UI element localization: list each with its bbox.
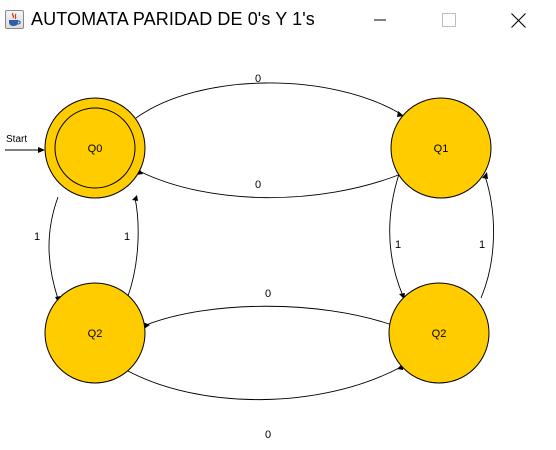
transition-label-q2-q1: 1 bbox=[479, 239, 485, 251]
window-title: AUTOMATA PARIDAD DE 0's Y 1's bbox=[31, 9, 315, 29]
state-label: Q2 bbox=[88, 328, 103, 340]
state-q2-right[interactable]: Q2 bbox=[388, 282, 490, 384]
state-label: Q2 bbox=[432, 328, 447, 340]
transition-label-q0-q1: 0 bbox=[255, 73, 261, 85]
automaton-canvas: Start 0 0 1 1 1 1 0 0 Q0 bbox=[0, 40, 556, 445]
arrowhead-q0-q1 bbox=[397, 111, 404, 117]
start-label: Start bbox=[6, 134, 27, 145]
transition-q2-q0 bbox=[127, 197, 139, 297]
state-label: Q1 bbox=[434, 143, 449, 155]
state-q1[interactable]: Q1 bbox=[390, 97, 492, 199]
transition-label-q2left-q2right: 0 bbox=[265, 429, 271, 441]
transition-q0-q1 bbox=[135, 82, 402, 119]
minimize-icon bbox=[374, 19, 386, 21]
maximize-icon bbox=[442, 13, 456, 27]
transition-q1-q2 bbox=[389, 173, 404, 297]
transition-q2left-q2right bbox=[125, 366, 402, 401]
minimize-button[interactable] bbox=[357, 0, 403, 40]
transition-label-q2-q0: 1 bbox=[124, 231, 130, 243]
transition-label-q0-q2: 1 bbox=[34, 231, 40, 243]
arrowhead-q2-q0 bbox=[132, 195, 138, 201]
arrowhead-q2-q1 bbox=[482, 172, 488, 179]
state-label: Q0 bbox=[88, 143, 103, 155]
transition-q0-q2 bbox=[48, 196, 59, 300]
close-button[interactable] bbox=[495, 0, 541, 40]
transition-q2-q1 bbox=[480, 175, 494, 299]
close-icon bbox=[510, 12, 526, 28]
automaton-diagram: Start 0 0 1 1 1 1 0 0 Q0 bbox=[5, 73, 494, 441]
maximize-button[interactable] bbox=[426, 0, 472, 40]
state-q0[interactable]: Q0 bbox=[44, 97, 146, 199]
transition-label-q2right-q2left: 0 bbox=[265, 288, 271, 300]
java-coffee-cup-icon[interactable] bbox=[5, 10, 24, 29]
transition-label-q1-q0: 0 bbox=[255, 179, 261, 191]
transition-label-q1-q2: 1 bbox=[395, 239, 401, 251]
state-q2-left[interactable]: Q2 bbox=[44, 282, 146, 384]
start-arrow bbox=[5, 147, 45, 153]
title-bar: AUTOMATA PARIDAD DE 0's Y 1's bbox=[0, 0, 556, 40]
transition-q2right-q2left bbox=[145, 305, 393, 326]
transition-q1-q0 bbox=[138, 170, 402, 199]
